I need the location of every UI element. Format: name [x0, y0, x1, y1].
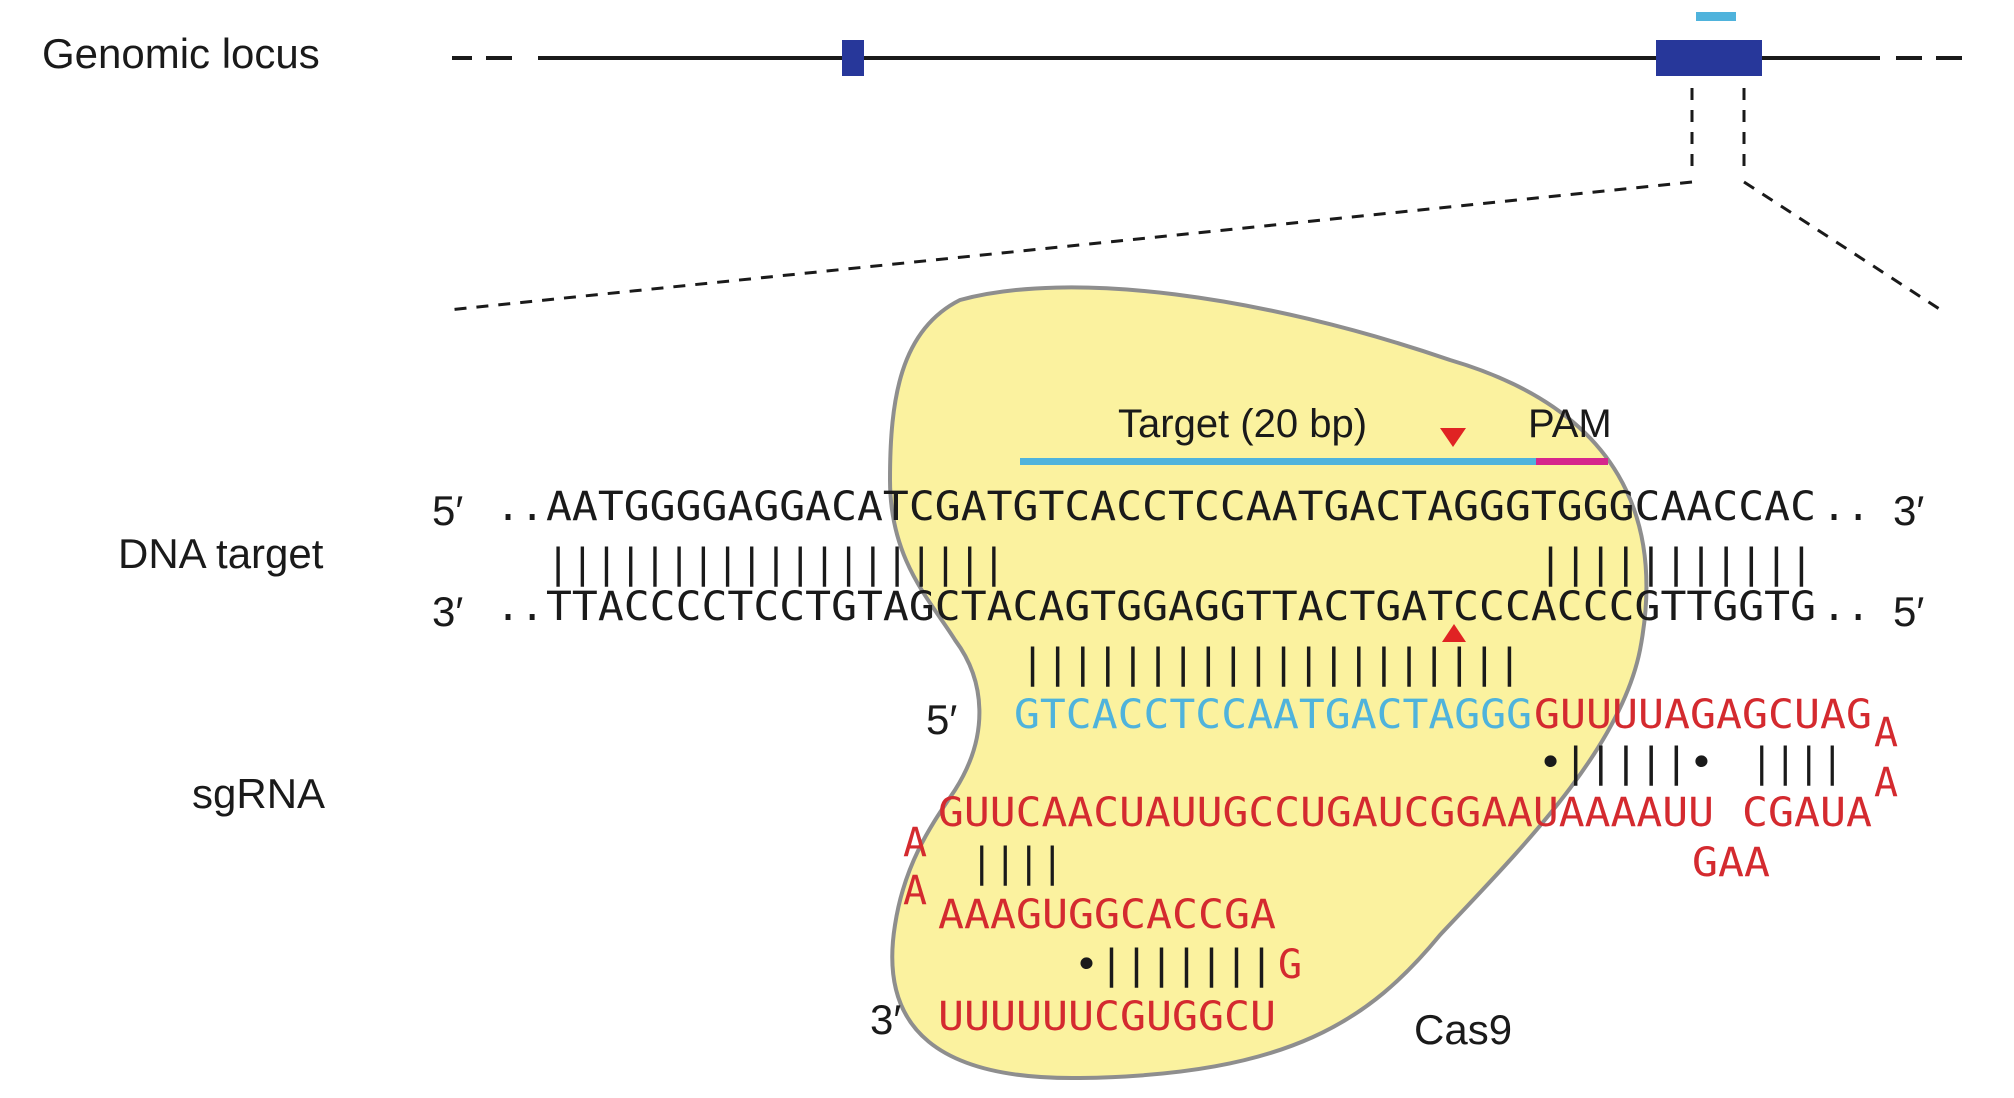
sgrna-stem3-g: G — [1278, 942, 1302, 988]
dna-top-3prime: 3′ — [1893, 487, 1924, 534]
dna-rna-pairs: |||||||||||||||||||| — [1020, 641, 1522, 687]
sgrna-strand-mid: GUUCAACUAUUGCCUGAUCGGAAUAAAAUU — [938, 790, 1714, 836]
exon-large — [1656, 40, 1762, 76]
sgrna-hairpin-strand: AAAGUGGCACCGA — [938, 892, 1276, 938]
sgrna-hairpin-a1: A — [903, 820, 927, 866]
target-bar — [1020, 458, 1536, 465]
dna-pairs-left: ||||||||||||||||||| — [546, 541, 1006, 587]
sgrna-label: sgRNA — [192, 770, 325, 817]
dna-pairs-right: ||||||||||| — [1538, 541, 1814, 587]
zoom-lines — [447, 88, 1945, 314]
target-label: Target (20 bp) — [1118, 402, 1367, 446]
dna-top-suffix: .. — [1822, 484, 1870, 530]
dna-bottom-3prime: 3′ — [432, 588, 463, 635]
dna-target-label: DNA target — [118, 530, 324, 577]
sgrna-stem-bottom-right: CGAUA — [1742, 790, 1872, 836]
dna-bottom-prefix: .. — [496, 584, 544, 630]
dna-top-5prime: 5′ — [432, 487, 463, 534]
target-site-marker — [1696, 12, 1736, 21]
pam-label: PAM — [1528, 402, 1612, 446]
sgrna-spacer: GTCACCTCCAATGACTAGGG — [1014, 692, 1532, 738]
dna-bottom-5prime: 5′ — [1893, 588, 1924, 635]
cas9-protein-shape — [887, 285, 1649, 1081]
sgrna-hairpin-pairs: |||| — [970, 840, 1064, 886]
genomic-locus-label: Genomic locus — [42, 30, 320, 77]
sgrna-loop-a2: A — [1874, 760, 1898, 806]
sgrna-loop-a1: A — [1874, 710, 1898, 756]
sgrna-stem1-pairs: •|||||• — [1538, 740, 1714, 786]
dna-top-strand: AATGGGGAGGACATCGATGTCACCTCCAATGACTAGGGTG… — [546, 484, 1816, 530]
dna-top-prefix: .. — [496, 484, 544, 530]
sgrna-stem3-pairs: •||||||| — [1074, 942, 1274, 988]
sgrna-3prime: 3′ — [870, 996, 901, 1043]
sgrna-stem1-pairs-b: |||| — [1750, 740, 1844, 786]
cut-site-top-arrow — [1440, 428, 1466, 447]
sgrna-5prime: 5′ — [926, 696, 957, 743]
cas9-label: Cas9 — [1414, 1006, 1512, 1053]
dna-bottom-suffix: .. — [1822, 584, 1870, 630]
sgrna-hairpin-a2: A — [903, 868, 927, 914]
sgrna-tail: UUUUUUCGUGGCU — [938, 994, 1276, 1040]
sgrna-repeat-top: GUUUUAGAGCUAG — [1534, 692, 1872, 738]
sgrna-loop-gaa: GAA — [1692, 840, 1770, 886]
exon-small — [842, 40, 864, 76]
pam-bar — [1536, 458, 1608, 465]
cut-site-bottom-arrow — [1442, 624, 1466, 642]
dna-bottom-strand: TTACCCCTCCTGTAGCTACAGTGGAGGTTACTGATCCCAC… — [546, 584, 1816, 630]
